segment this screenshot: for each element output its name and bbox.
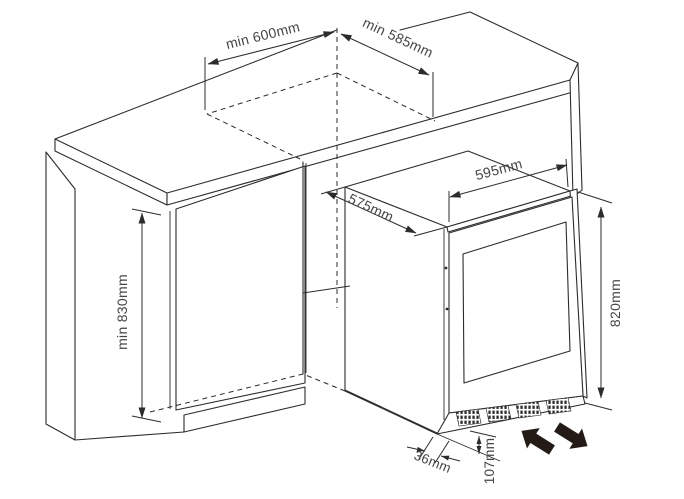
niche-floor-back-edge <box>302 285 351 294</box>
counter-right-end-panel <box>569 62 583 198</box>
counter-back-edge-right <box>399 11 471 31</box>
counter-worktop <box>54 11 583 206</box>
niche-floor-dashed <box>149 373 346 413</box>
airflow-out-arrow-icon <box>554 422 588 449</box>
appliance <box>344 150 588 462</box>
cabinet-bottom-edge <box>74 431 185 441</box>
dim-arrow-right <box>440 455 461 462</box>
niche-dashed-outline <box>149 28 436 413</box>
dim-line <box>449 164 568 198</box>
appliance-glass-window <box>462 221 571 384</box>
dim-arrow-left <box>406 446 426 452</box>
niche-top-back-edge-dashed <box>206 72 338 115</box>
dim-extension-line <box>418 436 434 460</box>
cabinet-door <box>175 165 306 411</box>
dim-label-front-clearance: 36mm <box>412 448 454 476</box>
dim-line <box>340 33 430 76</box>
hinge-screw-dot-bottom <box>445 307 449 311</box>
dim-line <box>207 31 335 65</box>
left-cabinet <box>45 151 351 441</box>
dim-extension-line <box>320 186 346 195</box>
dim-label-niche-height: min 830mm <box>114 274 130 350</box>
dim-extension-line <box>469 430 497 438</box>
dim-extension-line <box>577 191 613 204</box>
hinge-screw-dot-top <box>444 266 448 270</box>
dim-niche-width: min 600mm <box>204 18 335 110</box>
niche-top-right-edge-dashed <box>336 72 436 122</box>
cabinet-plinth <box>183 386 306 433</box>
vent-grille-group <box>515 401 542 419</box>
airflow-in-arrow-icon <box>521 428 555 455</box>
dim-extension-line <box>584 402 613 411</box>
dim-extension-line <box>131 208 162 216</box>
counter-right-back-edge <box>469 11 579 64</box>
dim-niche-depth: min 585mm <box>340 14 436 117</box>
dim-label-appliance-height: 820mm <box>607 279 623 327</box>
vent-grille-group <box>485 405 512 423</box>
vent-grille <box>455 397 572 427</box>
dim-extension-line <box>434 440 450 464</box>
dim-extension-line <box>565 158 569 188</box>
dim-label-vent-height: 107mm <box>482 438 497 485</box>
dim-line <box>325 191 417 234</box>
dim-front-clearance: 36mm <box>406 436 461 476</box>
niche-top-left-edge-dashed <box>206 113 301 160</box>
vent-grille-group <box>455 408 482 427</box>
dim-label-niche-depth: min 585mm <box>360 14 435 61</box>
dim-label-niche-width: min 600mm <box>224 18 301 52</box>
dim-appliance-height: 820mm <box>577 191 623 411</box>
dim-niche-height: min 830mm <box>114 208 162 423</box>
counter-back-edge-left <box>54 29 338 140</box>
appliance-left-bottom-edge <box>344 389 438 434</box>
cabinet-side-panel <box>45 151 76 441</box>
floor-edge-to-appliance <box>344 390 438 435</box>
dim-extension-line <box>131 415 162 423</box>
vent-grille-group <box>545 397 572 415</box>
dim-vent-height: 107mm <box>469 430 497 485</box>
floor-front-edge <box>436 433 501 462</box>
dim-extension-line <box>413 226 448 237</box>
airflow-arrows-icon <box>521 422 588 455</box>
